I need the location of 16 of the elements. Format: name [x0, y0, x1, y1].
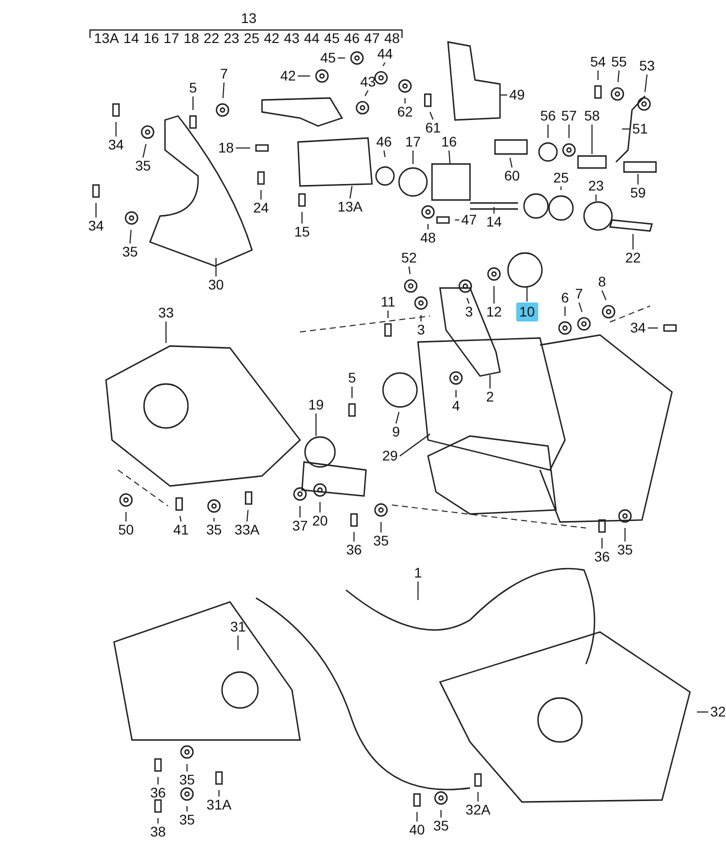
- part-number: 46: [344, 30, 360, 46]
- part-number: 22: [204, 30, 220, 46]
- part-number: 25: [244, 30, 260, 46]
- part-number: 17: [164, 30, 180, 46]
- part-number: 48: [384, 30, 400, 46]
- part-number: 23: [224, 30, 240, 46]
- part-number: 16: [143, 30, 160, 46]
- part-number: 14: [123, 30, 139, 46]
- part-number: 42: [264, 30, 280, 46]
- part-number: 47: [364, 30, 380, 46]
- part-number: 44: [304, 30, 320, 46]
- part-number: 13A: [94, 30, 119, 46]
- part-number: 45: [324, 30, 340, 46]
- part-number: 43: [284, 30, 300, 46]
- callout-number: 13: [241, 10, 257, 26]
- part-number: 18: [184, 30, 200, 46]
